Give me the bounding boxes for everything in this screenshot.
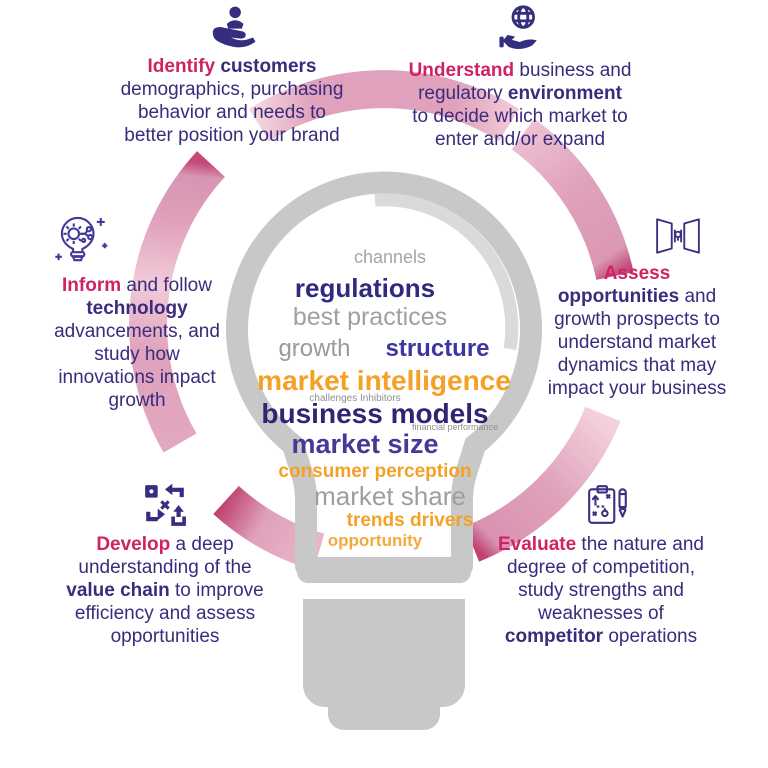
text-run: to improve <box>169 580 264 601</box>
text-run: growth <box>108 390 166 411</box>
text-run: Assess <box>603 263 671 284</box>
customer-in-hand-icon <box>80 4 384 50</box>
globe-in-hand-icon <box>368 4 672 54</box>
text-run: business and <box>514 60 632 81</box>
text-run: dynamics that may <box>557 355 717 376</box>
bulb-screw-base-top <box>303 599 465 659</box>
text-run: enter and/or expand <box>434 129 606 150</box>
text-run: and follow <box>121 275 212 296</box>
wordcloud-word: market intelligence <box>257 364 511 396</box>
text-run: a deep <box>170 534 234 555</box>
text-run: customers <box>215 56 317 77</box>
text-run: Develop <box>96 534 171 555</box>
text-run: impact your business <box>547 378 727 399</box>
text-run: to decide which market to <box>412 106 628 127</box>
block-understand-environment: Understand business and regulatory enviro… <box>368 4 672 151</box>
text-run: competitor <box>504 626 604 647</box>
text-run: Identify <box>147 56 216 77</box>
wordcloud-word: trends drivers <box>346 509 474 531</box>
text-run: Understand <box>408 60 515 81</box>
text-run: regulatory <box>418 83 508 104</box>
wordcloud-word: channels <box>353 247 427 267</box>
text-run: and <box>679 286 717 307</box>
open-doors-icon <box>518 214 756 258</box>
text-run: innovations impact <box>58 367 216 388</box>
wordcloud-word: opportunity <box>327 530 423 550</box>
understand-text: Understand business and regulatory enviro… <box>368 59 672 151</box>
strategy-clipboard-icon <box>464 482 738 528</box>
text-run: better position your brand <box>124 125 340 146</box>
text-run: efficiency and assess <box>74 603 256 624</box>
ring-segment-upper-right <box>511 118 634 281</box>
text-run: value chain <box>66 580 170 601</box>
text-run: environment <box>507 83 622 104</box>
text-run: advancements, and <box>54 321 220 342</box>
wordcloud-word: regulations <box>294 272 436 303</box>
ring-segment-lower-right <box>464 406 621 562</box>
text-run: technology <box>86 298 188 319</box>
ring-segment-top <box>248 70 520 142</box>
wordcloud-word: market share <box>314 480 466 511</box>
text-run: study how <box>94 344 180 365</box>
text-run: the nature and <box>576 534 704 555</box>
bulb-collar <box>297 557 471 583</box>
innovation-bulb-gear-icon <box>28 214 246 272</box>
bulb-inner-highlight-arc <box>374 193 519 351</box>
lightbulb-shape <box>226 171 542 730</box>
value-chain-process-icon <box>56 482 274 528</box>
text-run: demographics, purchasing <box>120 79 344 100</box>
text-run: opportunities <box>110 626 220 647</box>
text-run: operations <box>603 626 698 647</box>
text-run: understanding of the <box>78 557 252 578</box>
wordcloud-word: business models <box>261 397 489 429</box>
wordcloud-word: market size <box>291 429 439 460</box>
text-run: opportunities <box>557 286 680 307</box>
bulb-base-tip <box>328 688 440 730</box>
text-run: understand market <box>557 332 717 353</box>
wordcloud-word: best practices <box>292 303 448 332</box>
text-run: behavior and needs to <box>137 102 327 123</box>
wordcloud-word: challenges Inhibitors <box>309 393 401 405</box>
wordcloud-word: financial performance <box>411 421 499 432</box>
text-run: Inform <box>62 275 122 296</box>
text-run: degree of competition, <box>506 557 695 578</box>
wordcloud-word: consumer perception <box>278 460 472 482</box>
wordcloud-word: growth <box>278 335 351 363</box>
ring-segment-left <box>129 151 226 453</box>
text-run: study strengths and <box>518 580 684 601</box>
wordcloud-word: structure <box>385 335 490 363</box>
text-run: weaknesses of <box>538 603 664 624</box>
bulb-glass-outline <box>226 171 542 577</box>
text-run: Evaluate <box>498 534 577 555</box>
text-run: growth prospects to <box>554 309 720 330</box>
